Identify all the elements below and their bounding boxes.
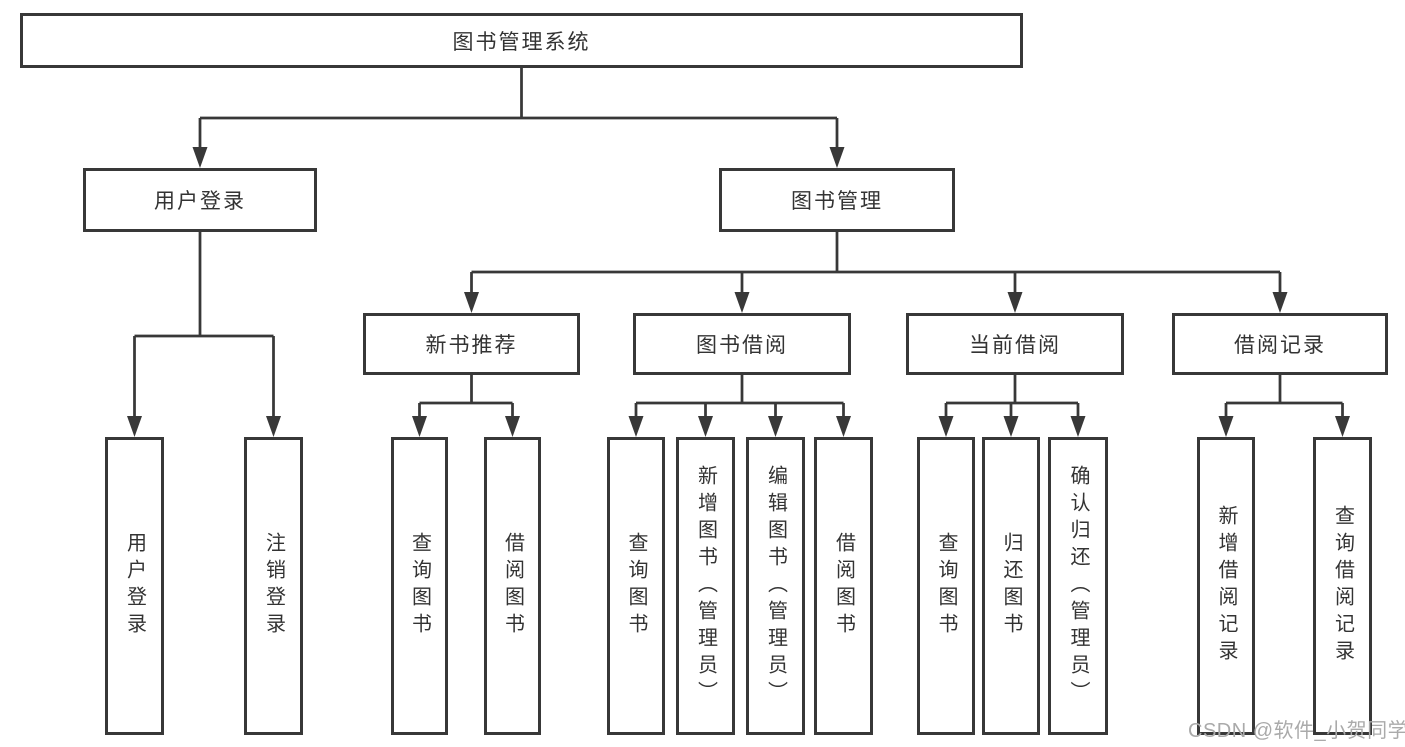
edges-borrow-record-children [1218,375,1350,437]
leaf-label: 借阅图书 [832,532,855,640]
leaf-query-book-1: 查询图书 [391,437,448,735]
leaf-label: 查询借阅记录 [1331,505,1354,667]
leaf-label: 注销登录 [262,532,285,640]
leaf-label: 查询图书 [935,532,957,640]
leaf-borrow-book-1: 借阅图书 [484,437,541,735]
leaf-borrow-book-2: 借阅图书 [814,437,873,735]
node-book-management: 图书管理 [719,168,955,232]
node-current-borrow: 当前借阅 [906,313,1124,375]
leaf-label: 查询图书 [408,532,431,640]
leaf-user-login: 用户登录 [105,437,164,735]
node-user-login: 用户登录 [83,168,317,232]
leaf-add-book-admin: 新增图书（管理员） [676,437,735,735]
leaf-logout: 注销登录 [244,437,303,735]
leaf-query-book-3: 查询图书 [917,437,975,735]
edges-root-to-level2 [192,68,845,168]
edges-current-borrow-children [938,375,1086,437]
node-root-system: 图书管理系统 [20,13,1023,68]
leaf-query-book-2: 查询图书 [607,437,665,735]
leaf-edit-book-admin: 编辑图书（管理员） [746,437,805,735]
edges-book-mgmt-to-level3 [464,232,1288,313]
leaf-label: 归还图书 [1000,532,1022,640]
leaf-label: 确认归还（管理员） [1067,464,1089,708]
leaf-label: 借阅图书 [501,532,524,640]
node-borrow-record: 借阅记录 [1172,313,1388,375]
leaf-label: 新增借阅记录 [1215,505,1237,667]
leaf-return-book: 归还图书 [982,437,1040,735]
edges-book-borrow-children [628,375,851,437]
node-new-book-recommend: 新书推荐 [363,313,580,375]
leaf-confirm-return-admin: 确认归还（管理员） [1048,437,1108,735]
leaf-label: 新增图书（管理员） [694,464,717,708]
leaf-label: 编辑图书（管理员） [764,464,787,708]
node-book-borrow: 图书借阅 [633,313,851,375]
edges-user-login-children [127,232,281,437]
leaf-label: 查询图书 [625,532,647,640]
leaf-add-borrow-record: 新增借阅记录 [1197,437,1255,735]
leaf-query-borrow-record: 查询借阅记录 [1313,437,1372,735]
edges-new-book-children [412,375,520,437]
leaf-label: 用户登录 [123,532,146,640]
csdn-watermark: CSDN @软件_小贺同学 [1188,720,1405,742]
